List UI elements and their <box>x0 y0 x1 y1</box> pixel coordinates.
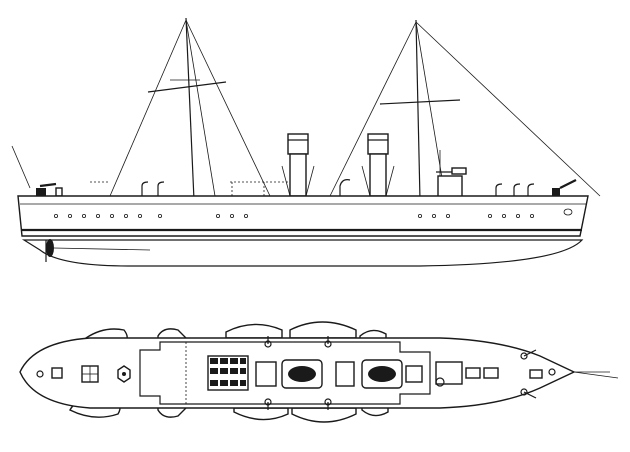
profile-view <box>11 17 601 267</box>
profile-hull <box>17 195 589 237</box>
rigging <box>11 19 601 197</box>
main-mast <box>379 19 461 201</box>
fore-mast <box>147 17 227 201</box>
fore-yard <box>147 81 227 93</box>
fore-shroud <box>185 19 216 197</box>
fore-backstay <box>185 19 271 197</box>
stern-gun <box>552 179 577 196</box>
aft-bridge <box>436 150 467 199</box>
fore-funnel <box>281 133 315 197</box>
main-yard <box>379 99 461 105</box>
bow-jack-staff <box>11 145 31 189</box>
ventilators <box>141 179 535 198</box>
main-backstay <box>415 21 601 197</box>
plan-funnels <box>281 359 403 389</box>
underwater-hull <box>21 239 584 267</box>
plan-hatches <box>255 361 543 387</box>
bow-gun <box>36 182 63 197</box>
stern-fittings <box>36 365 131 383</box>
portholes <box>54 208 573 218</box>
main-shroud <box>415 21 446 197</box>
plan-deck-guns <box>264 336 556 410</box>
plan-view <box>19 321 619 423</box>
main-stay <box>329 21 417 197</box>
skylight-grid <box>207 355 249 391</box>
plan-superstructure <box>139 341 431 405</box>
aft-funnel <box>361 133 395 197</box>
fore-stay <box>109 19 187 197</box>
propeller <box>45 239 151 262</box>
